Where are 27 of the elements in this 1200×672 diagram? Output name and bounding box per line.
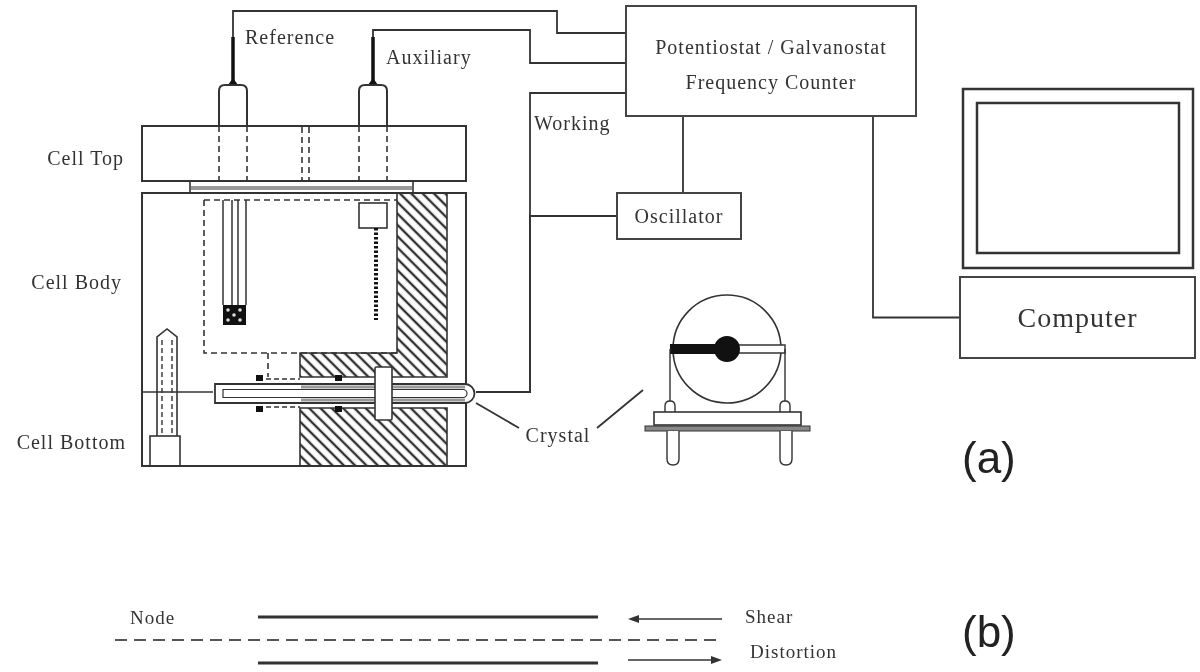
panel-label: (a) [962, 433, 1016, 484]
annotation-label: Node [130, 607, 176, 629]
crystal-holder [643, 293, 812, 467]
instrument-box [625, 5, 917, 117]
connection-line [475, 215, 617, 393]
connection-line [872, 116, 960, 319]
electrode-label: Reference [245, 26, 336, 49]
box-label: Computer [1017, 300, 1138, 335]
computer-box [959, 276, 1196, 359]
crystal-rod [213, 382, 476, 405]
oscillator-box [616, 192, 742, 240]
leader-line [475, 402, 520, 429]
connection-line [682, 116, 684, 193]
callout-label: Crystal [519, 422, 597, 448]
connection-line [232, 10, 626, 38]
part-label: Cell Bottom [15, 431, 126, 454]
connection-line [372, 29, 626, 64]
box-label: Oscillator [634, 204, 724, 228]
part-label: Cell Body [30, 271, 122, 294]
part-label: Cell Top [46, 147, 124, 170]
annotation-label: Shear [745, 606, 794, 628]
leader-line [596, 389, 644, 429]
electrode-label: Auxiliary [386, 46, 472, 69]
auxiliary-electrode [358, 37, 388, 322]
panel-label: (b) [962, 607, 1016, 658]
annotation-label: Distortion [750, 641, 838, 663]
box-label: Potentiostat / Galvanostat Frequency Counter [654, 35, 888, 96]
